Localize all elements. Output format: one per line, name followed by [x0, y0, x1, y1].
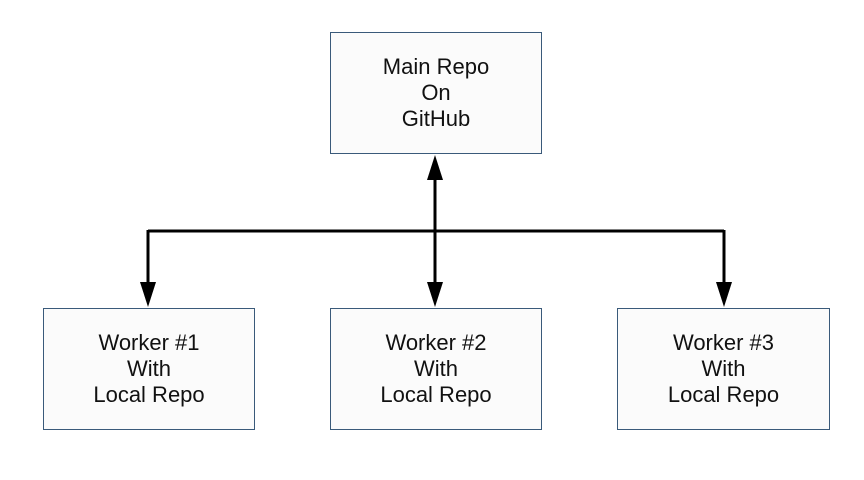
main-repo-line-3: GitHub	[401, 106, 471, 131]
worker-2-box: Worker #2 With Local Repo	[330, 308, 542, 430]
worker-1-box: Worker #1 With Local Repo	[43, 308, 255, 430]
arrowhead-down-worker-2	[427, 282, 443, 307]
worker-1-line-3: Local Repo	[93, 382, 205, 407]
worker-3-line-2: With	[701, 356, 746, 381]
worker-3-line-3: Local Repo	[667, 382, 780, 407]
worker-2-line-2: With	[414, 356, 458, 381]
worker-3-line-1: Worker #3	[672, 330, 775, 355]
arrowhead-up-main	[427, 155, 443, 180]
arrowhead-down-worker-3	[716, 282, 732, 307]
arrowhead-down-worker-1	[140, 282, 156, 307]
worker-1-line-1: Worker #1	[98, 330, 200, 355]
worker-1-line-2: With	[127, 356, 171, 381]
worker-2-line-1: Worker #2	[385, 330, 487, 355]
main-repo-line-2: On	[421, 80, 451, 105]
worker-3-box: Worker #3 With Local Repo	[617, 308, 830, 430]
main-repo-box: Main Repo On GitHub	[330, 32, 542, 154]
worker-2-line-3: Local Repo	[380, 382, 492, 407]
main-repo-line-1: Main Repo	[382, 54, 490, 79]
